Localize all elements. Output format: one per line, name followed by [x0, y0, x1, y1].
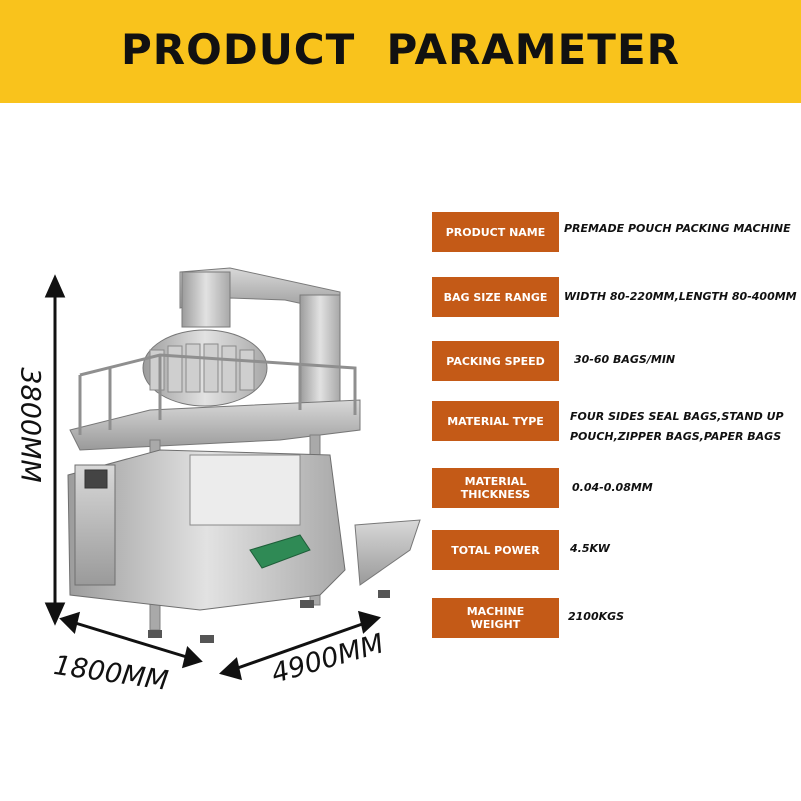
param-value: WIDTH 80-220MM,LENGTH 80-400MM	[564, 290, 797, 303]
param-value: 30-60 BAGS/MIN	[574, 353, 676, 366]
param-label: PACKING SPEED	[432, 341, 559, 381]
machine-illustration	[0, 250, 430, 710]
param-value: 0.04-0.08MM	[572, 481, 653, 494]
height-dimension-label: 3800MM	[14, 367, 46, 483]
page-title: PRODUCT PARAMETER	[121, 25, 680, 74]
machine-drawing	[44, 267, 421, 681]
param-label: MACHINE WEIGHT	[432, 598, 559, 638]
param-value: FOUR SIDES SEAL BAGS,STAND UP POUCH,ZIPP…	[570, 410, 784, 443]
param-value: 4.5KW	[570, 542, 610, 555]
param-value: 2100KGS	[568, 610, 625, 623]
param-label: TOTAL POWER	[432, 530, 559, 570]
param-label: MATERIAL THICKNESS	[432, 468, 559, 508]
param-value: PREMADE POUCH PACKING MACHINE	[564, 222, 791, 235]
param-label: MATERIAL TYPE	[432, 401, 559, 441]
header-banner: PRODUCT PARAMETER	[0, 0, 801, 103]
param-label: BAG SIZE RANGE	[432, 277, 559, 317]
param-label: PRODUCT NAME	[432, 212, 559, 252]
